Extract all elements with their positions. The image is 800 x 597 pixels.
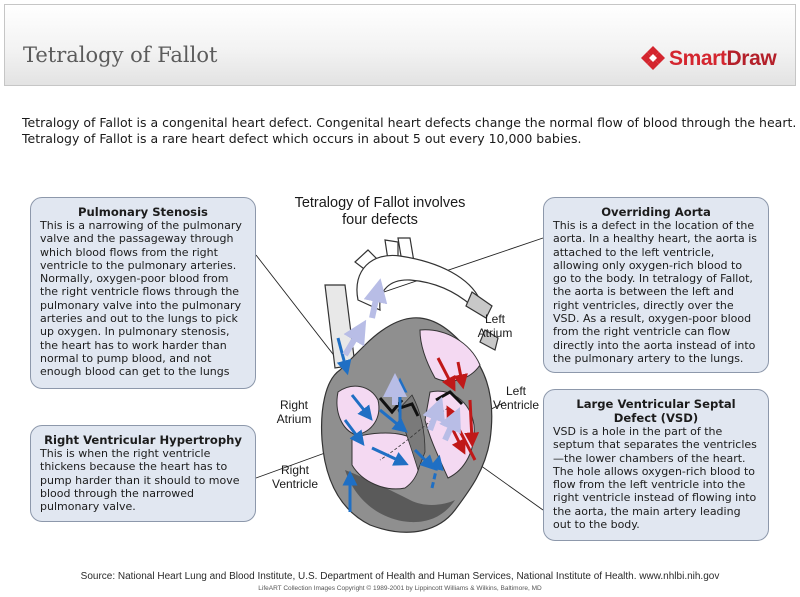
brand-name: SmartDraw — [669, 47, 777, 70]
page-title: Tetralogy of Fallot — [23, 43, 218, 67]
diagram-title-line-1: Tetralogy of Fallot involves — [294, 195, 466, 211]
intro-line-1: Tetralogy of Fallot is a congenital hear… — [22, 115, 797, 130]
callout-title: Large Ventricular Septal Defect (VSD) — [576, 397, 736, 425]
smartdraw-diamond-icon — [641, 46, 665, 70]
callout-body: This is when the right ventricle thicken… — [40, 447, 240, 514]
intro-line-2: Tetralogy of Fallot is a rare heart defe… — [22, 131, 582, 146]
callout-vsd: Large Ventricular Septal Defect (VSD) VS… — [543, 389, 769, 541]
source-citation: Source: National Heart Lung and Blood In… — [80, 571, 720, 582]
callout-title: Right Ventricular Hypertrophy — [44, 433, 242, 447]
callout-title: Pulmonary Stenosis — [78, 205, 208, 219]
pointer-overriding-aorta — [380, 237, 544, 294]
mixed-flow-arrows — [342, 278, 461, 442]
callout-right-ventricular-hypertrophy: Right Ventricular Hypertrophy This is wh… — [30, 425, 256, 522]
callout-body: This is a narrowing of the pulmonary val… — [40, 219, 242, 379]
callout-body: This is a defect in the location of the … — [553, 219, 758, 365]
header-banner: Tetralogy of Fallot SmartDraw — [4, 4, 796, 86]
brand-logo: SmartDraw — [641, 45, 791, 71]
intro-text: Tetralogy of Fallot is a congenital hear… — [22, 115, 797, 147]
diagram-title: Tetralogy of Fallot involves four defect… — [270, 195, 490, 229]
callout-pulmonary-stenosis: Pulmonary Stenosis This is a narrowing o… — [30, 197, 256, 389]
callout-title: Overriding Aorta — [601, 205, 711, 219]
oxygen-rich-flow-arrows — [436, 357, 480, 461]
diagram-title-line-2: four defects — [342, 212, 418, 228]
oxygen-poor-flow-arrows — [336, 337, 444, 512]
copyright-notice: LifeART Collection Images Copyright © 19… — [258, 585, 542, 592]
callout-body: VSD is a hole in the part of the septum … — [553, 425, 757, 532]
callout-overriding-aorta: Overriding Aorta This is a defect in the… — [543, 197, 769, 373]
